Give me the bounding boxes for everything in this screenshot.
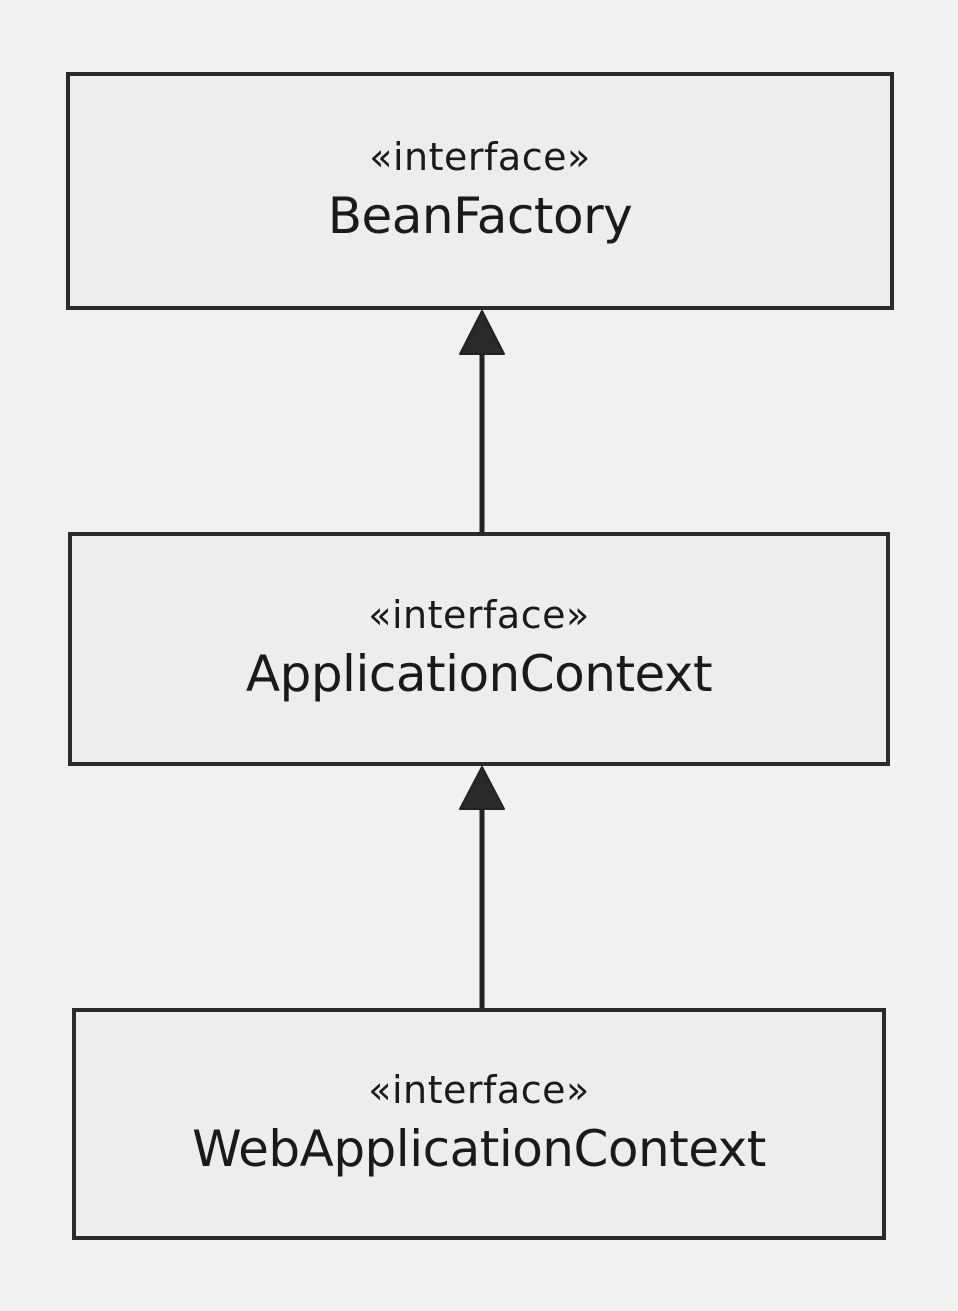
arrowhead	[459, 310, 505, 355]
bean-factory-node: «interface» BeanFactory	[66, 72, 894, 310]
application-context-node: «interface» ApplicationContext	[68, 532, 890, 766]
web-application-context-node: «interface» WebApplicationContext	[72, 1008, 886, 1240]
edge-web-application-context-to-application-context	[459, 766, 505, 1008]
stereotype-label: «interface»	[369, 135, 591, 180]
interface-name: BeanFactory	[327, 186, 633, 245]
stereotype-label: «interface»	[368, 1068, 590, 1113]
stereotype-label: «interface»	[368, 593, 590, 638]
interface-name: ApplicationContext	[245, 644, 713, 703]
arrowhead	[459, 766, 505, 810]
interface-name: WebApplicationContext	[192, 1119, 766, 1178]
edge-application-context-to-bean-factory	[459, 310, 505, 532]
